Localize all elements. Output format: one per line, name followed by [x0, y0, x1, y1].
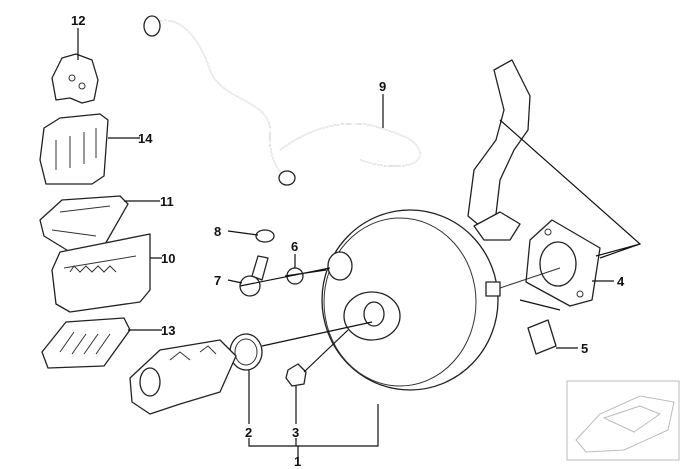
- part-13-connector[interactable]: [41, 317, 131, 369]
- callout-14[interactable]: 14: [138, 131, 153, 146]
- part-5-clip[interactable]: [527, 319, 557, 355]
- vehicle-thumbnail[interactable]: [566, 380, 680, 461]
- callout-10[interactable]: 10: [161, 251, 176, 266]
- part-4-gasket[interactable]: [525, 219, 601, 307]
- callout-11[interactable]: 11: [160, 194, 174, 209]
- part-12-clip[interactable]: [51, 53, 99, 104]
- callout-1[interactable]: 1: [294, 454, 302, 469]
- brake-booster[interactable]: [321, 209, 561, 391]
- callout-2[interactable]: 2: [245, 425, 253, 440]
- callout-4[interactable]: 4: [617, 274, 625, 289]
- brake-pedal[interactable]: [467, 59, 531, 241]
- part-11-bracket[interactable]: [39, 195, 129, 253]
- callout-6[interactable]: 6: [291, 239, 299, 254]
- callout-7[interactable]: 7: [214, 273, 222, 288]
- part-8-cap[interactable]: [255, 229, 275, 243]
- callout-5[interactable]: 5: [581, 341, 589, 356]
- callout-3[interactable]: 3: [292, 425, 300, 440]
- callout-13[interactable]: 13: [161, 323, 176, 338]
- part-7-check-valve[interactable]: [239, 255, 269, 297]
- master-cylinder[interactable]: [129, 339, 237, 415]
- part-9-vacuum-hose[interactable]: [143, 15, 421, 186]
- part-14-holder[interactable]: [39, 113, 109, 185]
- part-10-cover[interactable]: [51, 233, 151, 313]
- part-3-nut[interactable]: [285, 363, 307, 387]
- callout-9[interactable]: 9: [379, 79, 387, 94]
- callout-8[interactable]: 8: [214, 224, 222, 239]
- callout-12[interactable]: 12: [71, 13, 86, 28]
